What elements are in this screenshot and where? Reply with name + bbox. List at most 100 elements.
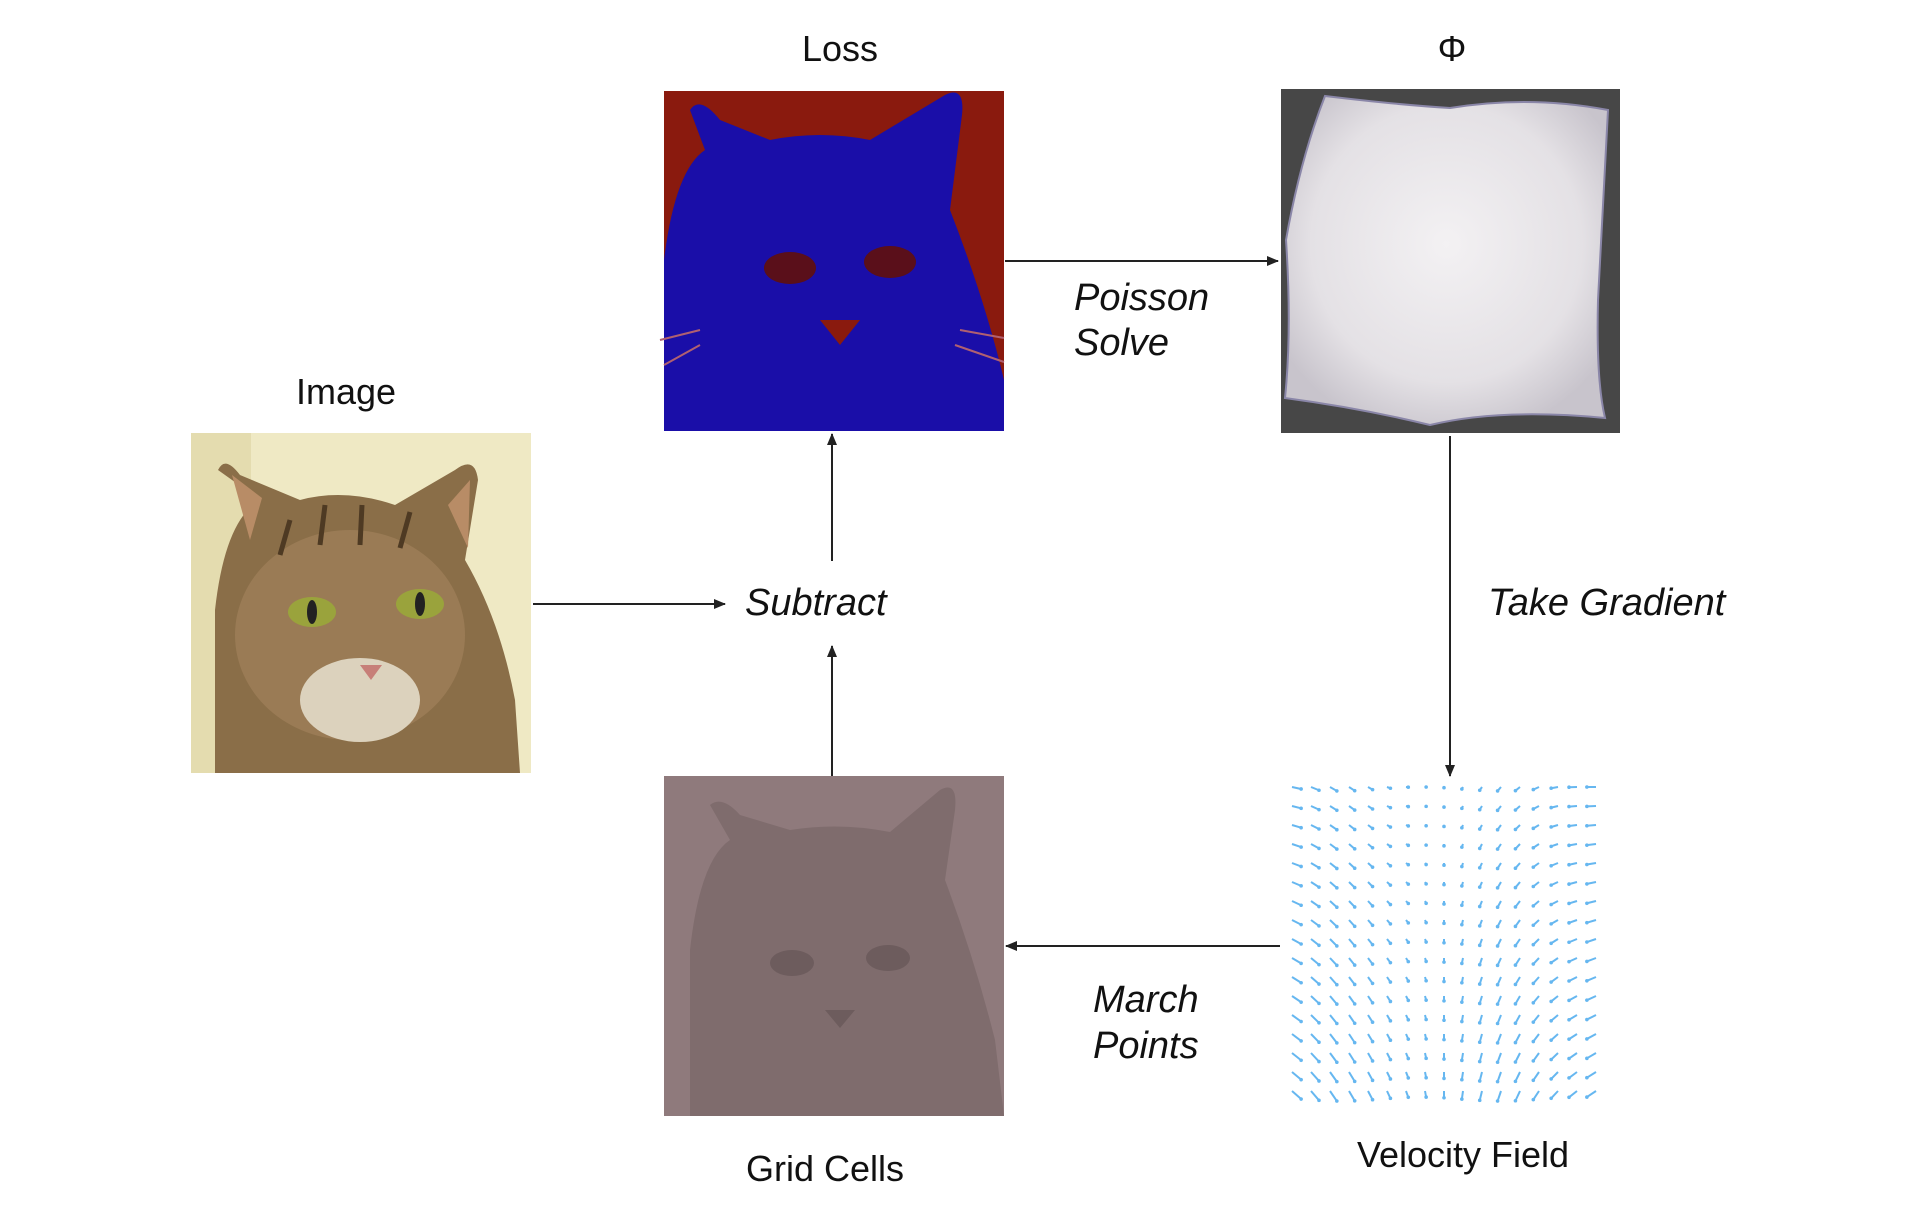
velocity-vector-head <box>1477 1021 1482 1025</box>
velocity-vector-head <box>1460 1000 1464 1004</box>
velocity-vector-head <box>1495 847 1500 851</box>
velocity-vector-head <box>1424 998 1428 1002</box>
velocity-vector-head <box>1531 787 1536 792</box>
velocity-vector-head <box>1335 1060 1339 1065</box>
velocity-vector-head <box>1424 1037 1428 1041</box>
velocity-vector-head <box>1388 980 1393 984</box>
velocity-vector-head <box>1531 1059 1536 1063</box>
velocity-vector-head <box>1442 785 1446 790</box>
velocity-vector <box>1291 995 1302 1003</box>
velocity-vector-head <box>1352 866 1357 871</box>
velocity-vector-head <box>1495 944 1500 948</box>
velocity-vector-head <box>1442 863 1446 868</box>
velocity-vector-head <box>1477 1098 1482 1103</box>
velocity-vector-head <box>1513 808 1518 812</box>
velocity-vector-head <box>1531 942 1536 947</box>
grid-cells-panel <box>664 776 1004 1116</box>
velocity-vector-head <box>1424 1095 1428 1099</box>
velocity-vector-head <box>1513 788 1518 793</box>
velocity-vector-head <box>1352 885 1357 890</box>
velocity-vector-head <box>1495 982 1500 987</box>
velocity-vector-head <box>1567 785 1571 790</box>
velocity-vector-head <box>1388 863 1393 868</box>
velocity-vector-head <box>1495 886 1500 890</box>
velocity-vector-head <box>1352 982 1357 987</box>
velocity-vector-head <box>1567 1037 1571 1041</box>
velocity-vector <box>1586 1090 1597 1098</box>
velocity-vector-head <box>1335 1079 1339 1084</box>
velocity-vector-head <box>1352 1002 1357 1006</box>
velocity-vector-head <box>1495 1002 1500 1006</box>
velocity-vector-head <box>1477 924 1482 928</box>
velocity-vector-head <box>1335 789 1339 793</box>
velocity-vector <box>1329 1071 1338 1083</box>
velocity-vector-head <box>1460 864 1464 869</box>
velocity-vector-head <box>1477 1059 1482 1064</box>
velocity-vector-head <box>1335 847 1339 851</box>
velocity-vector-head <box>1531 981 1536 986</box>
velocity-vector-head <box>1442 921 1446 926</box>
velocity-vector-head <box>1549 941 1553 946</box>
velocity-vector-head <box>1477 904 1482 909</box>
velocity-vector-head <box>1460 1058 1464 1063</box>
velocity-vector-head <box>1406 862 1411 867</box>
velocity-vector-head <box>1549 1096 1553 1101</box>
velocity-vector-head <box>1317 827 1321 831</box>
take-gradient-label: Take Gradient <box>1488 582 1727 624</box>
velocity-vector <box>1329 1090 1338 1102</box>
velocity-vector-head <box>1388 999 1393 1004</box>
velocity-vector-head <box>1352 1021 1357 1026</box>
velocity-vector <box>1310 1014 1320 1024</box>
velocity-vector-head <box>1388 1038 1393 1042</box>
velocity-vector-head <box>1531 1078 1536 1083</box>
velocity-vector-head <box>1335 866 1339 871</box>
velocity-vector-head <box>1424 862 1428 867</box>
velocity-vector-head <box>1388 786 1393 791</box>
velocity-vector-head <box>1335 808 1339 813</box>
velocity-vector-head <box>1370 1020 1375 1024</box>
velocity-vector-head <box>1495 808 1500 813</box>
velocity-field-panel <box>1291 785 1597 1103</box>
velocity-vector-head <box>1531 807 1536 811</box>
velocity-vector-head <box>1549 825 1553 829</box>
velocity-vector-head <box>1531 904 1536 908</box>
velocity-vector-head <box>1585 862 1589 867</box>
velocity-vector-head <box>1460 806 1464 811</box>
velocity-vector-head <box>1388 1077 1393 1081</box>
velocity-vector-head <box>1299 864 1303 869</box>
velocity-vector-head <box>1495 866 1500 871</box>
velocity-vector-head <box>1370 884 1375 889</box>
velocity-vector-head <box>1406 921 1411 925</box>
velocity-vector-head <box>1370 845 1375 850</box>
velocity-vector <box>1291 1071 1302 1081</box>
velocity-vector-head <box>1585 882 1589 886</box>
velocity-vector-head <box>1585 1095 1589 1099</box>
velocity-vector-head <box>1370 981 1375 986</box>
velocity-vector-head <box>1442 999 1446 1003</box>
velocity-vector-head <box>1424 959 1428 964</box>
velocity-vector-head <box>1370 904 1375 908</box>
velocity-vector-head <box>1299 825 1303 830</box>
velocity-vector-head <box>1299 1019 1303 1024</box>
velocity-vector <box>1291 1014 1302 1023</box>
velocity-vector-head <box>1424 1056 1428 1061</box>
velocity-vector-head <box>1406 785 1411 790</box>
velocity-vector <box>1310 995 1320 1005</box>
velocity-vector-head <box>1370 1039 1375 1044</box>
velocity-vector-head <box>1549 863 1553 868</box>
velocity-vector-head <box>1585 823 1589 828</box>
velocity-vector-head <box>1442 902 1446 906</box>
velocity-vector-head <box>1460 942 1464 946</box>
velocity-title: Velocity Field <box>1357 1134 1569 1175</box>
velocity-vector-head <box>1513 866 1518 870</box>
velocity-vector-head <box>1424 804 1428 809</box>
velocity-vector-head <box>1299 903 1303 908</box>
velocity-vector-head <box>1460 845 1464 849</box>
velocity-vector-head <box>1495 924 1500 929</box>
velocity-vector-head <box>1442 882 1446 887</box>
velocity-vector-head <box>1335 982 1339 987</box>
velocity-vector-head <box>1585 901 1589 906</box>
velocity-vector-head <box>1424 901 1428 906</box>
velocity-vector-head <box>1567 979 1571 983</box>
velocity-vector-head <box>1317 846 1321 851</box>
